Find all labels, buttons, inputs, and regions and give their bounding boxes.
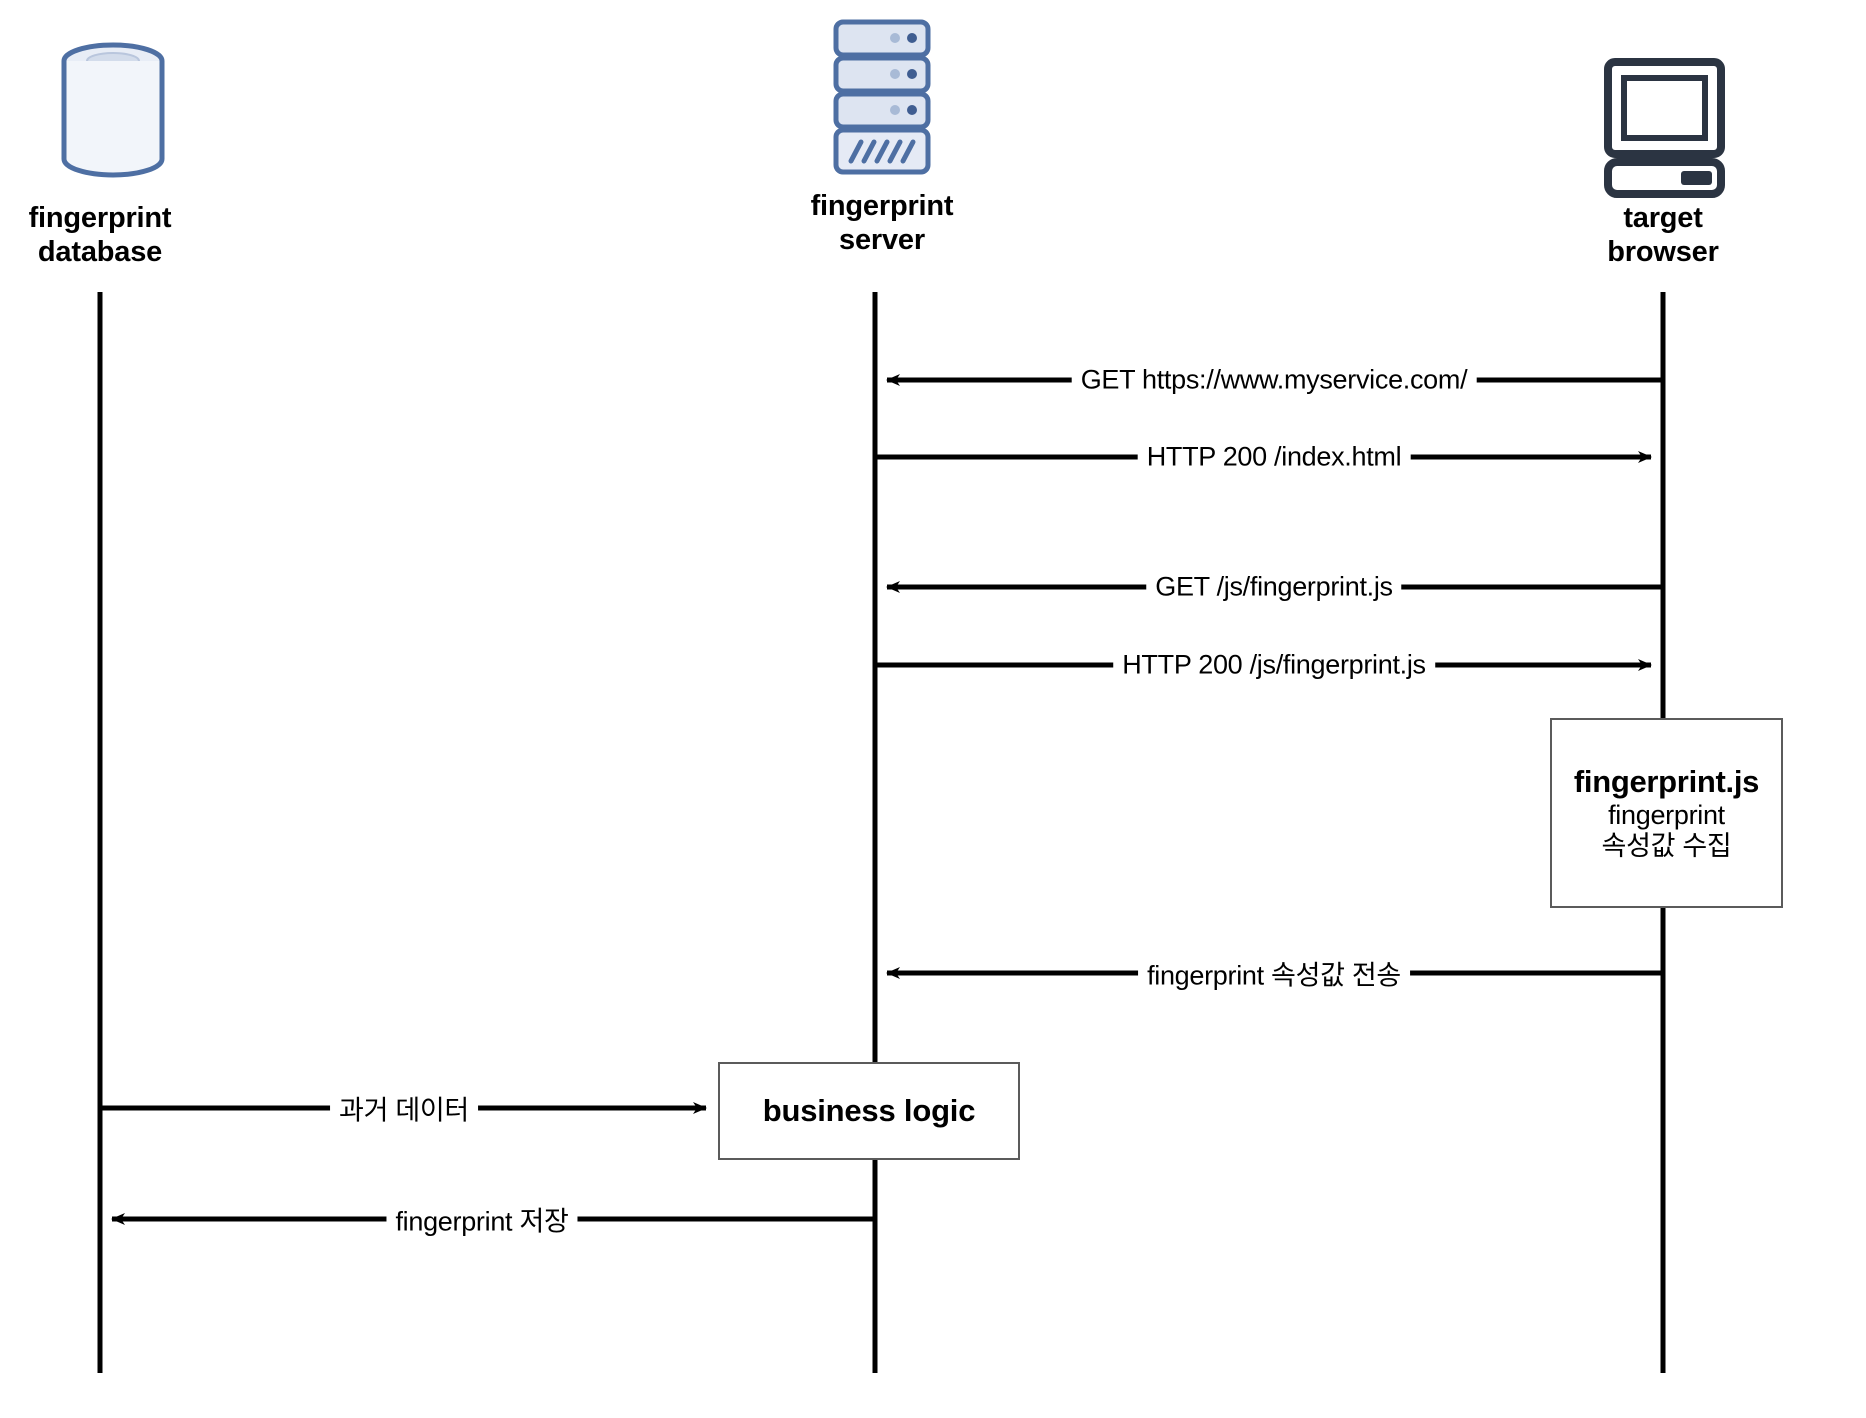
actor-label-browser: target browser: [1607, 202, 1719, 268]
note-fingerprint-js: fingerprint.js fingerprint 속성값 수집: [1550, 718, 1783, 908]
actor-label-server: fingerprint server: [810, 190, 954, 256]
actor-label-database: fingerprint database: [28, 202, 172, 268]
message-label-m7: fingerprint 저장: [386, 1199, 578, 1239]
message-label-m5: fingerprint 속성값 전송: [1138, 953, 1410, 993]
message-label-m2: HTTP 200 /index.html: [1137, 441, 1411, 473]
message-label-m3: GET /js/fingerprint.js: [1146, 571, 1402, 603]
message-label-m4: HTTP 200 /js/fingerprint.js: [1113, 649, 1435, 681]
database-cylinder-icon: [61, 42, 165, 178]
activation-label: business logic: [762, 1093, 976, 1128]
server-rack-icon: [833, 19, 931, 175]
message-label-m1: GET https://www.myservice.com/: [1071, 364, 1477, 396]
activation-business-logic: business logic: [718, 1062, 1020, 1160]
message-label-m6: 과거 데이터: [330, 1088, 478, 1128]
note-subtitle: fingerprint 속성값 수집: [1601, 799, 1732, 861]
note-title: fingerprint.js: [1573, 763, 1760, 799]
desktop-monitor-icon: [1604, 58, 1725, 198]
